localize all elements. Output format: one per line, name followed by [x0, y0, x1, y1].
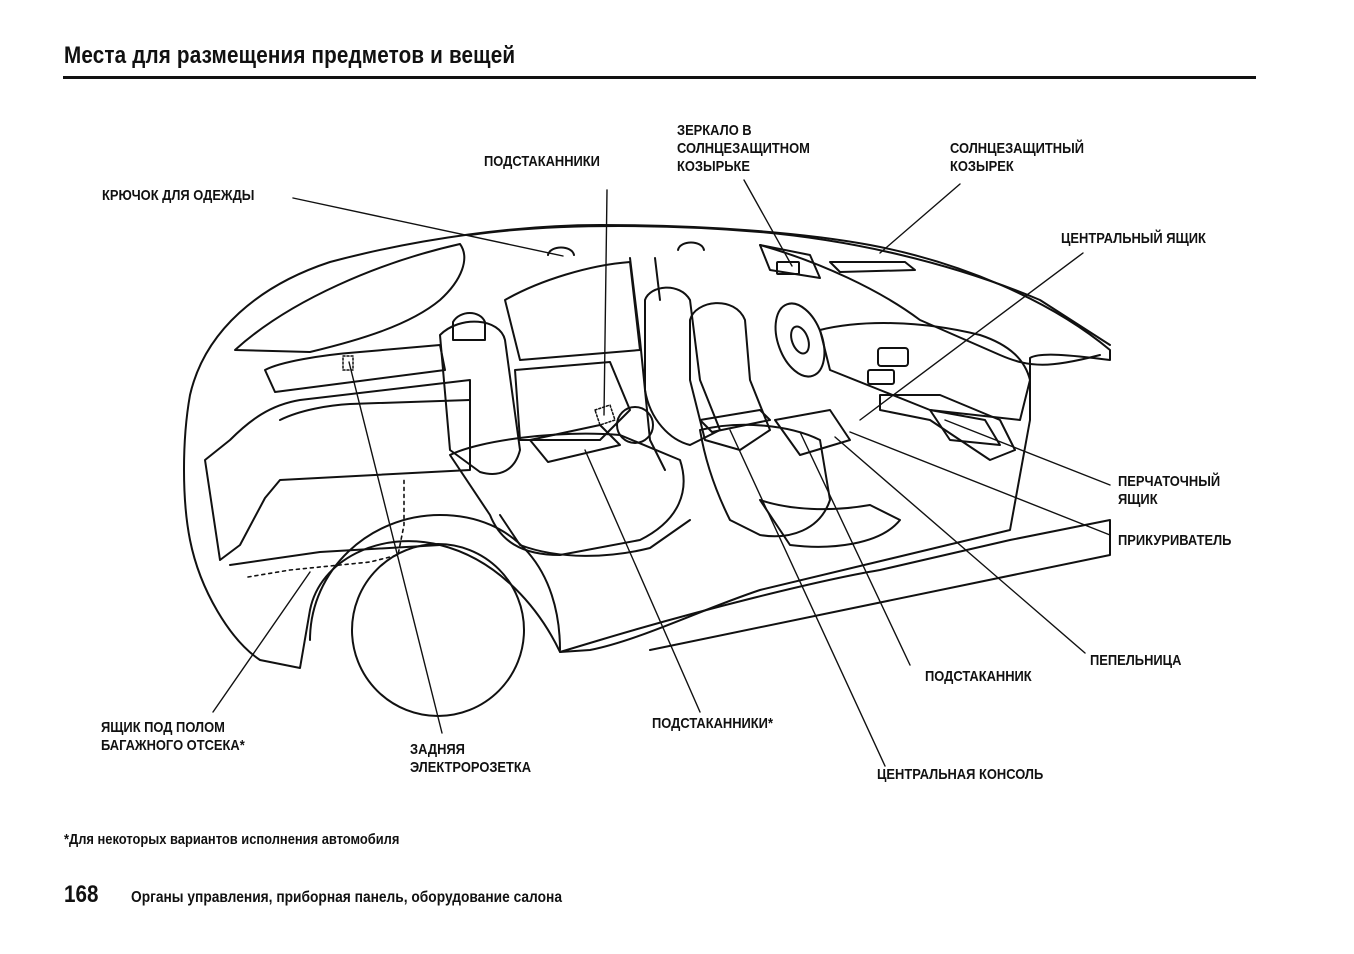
label-cup-holders-top: ПОДСТАКАННИКИ	[484, 153, 600, 170]
glove-box-door	[929, 409, 1001, 446]
label-sun-visor-line-1: СОЛНЦЕЗАЩИТНЫЙ	[950, 140, 1085, 157]
rear-hatch	[234, 243, 466, 353]
label-rear-power-outlet-line-2: ЭЛЕКТРОРОЗЕТКА	[410, 759, 532, 776]
leader-ashtray	[834, 436, 1086, 654]
rear-wheel	[351, 543, 525, 717]
label-ashtray: ПЕПЕЛЬНИЦА	[1090, 652, 1182, 669]
steering-hub	[790, 325, 810, 355]
leader-lines	[212, 179, 1111, 767]
rear-seat-back	[439, 320, 521, 475]
label-rear-power-outlet: ЗАДНЯЯ ЭЛЕКТРОРОЗЕТКА	[410, 741, 531, 777]
label-glove-box-line-2: ЯЩИК	[1118, 491, 1158, 508]
cup-marker	[594, 404, 616, 426]
leader-glove-box	[944, 419, 1111, 486]
nav-screen	[877, 347, 909, 367]
label-vanity-mirror-line-3: КОЗЫРЬКЕ	[677, 158, 750, 175]
label-center-console: ЦЕНТРАЛЬНАЯ КОНСОЛЬ	[877, 766, 1044, 783]
leader-rear-cup-holders	[584, 449, 701, 713]
leader-power-outlet	[348, 361, 443, 734]
leader-underfloor	[212, 571, 311, 713]
rear-headrest	[452, 312, 486, 341]
pillar-front	[654, 257, 661, 301]
dashboard	[819, 322, 1031, 421]
label-sun-visor-line-2: КОЗЫРЕК	[950, 158, 1014, 175]
dash-lower	[879, 394, 1016, 461]
windshield-edge	[759, 244, 1101, 366]
front-seat-right-back	[689, 302, 771, 451]
cargo-floor	[204, 379, 471, 561]
coat-hook-marker	[342, 355, 354, 371]
grab-handle	[677, 241, 705, 251]
front-seat-cushion	[699, 423, 831, 538]
radio-unit	[867, 369, 895, 385]
label-coat-hook: КРЮЧОК ДЛЯ ОДЕЖДЫ	[102, 187, 255, 204]
leader-center-console	[729, 429, 886, 767]
label-glove-box: ПЕРЧАТОЧНЫЙ ЯЩИК	[1118, 473, 1220, 509]
label-sun-visor: СОЛНЦЕЗАЩИТНЫЙ КОЗЫРЕК	[950, 140, 1084, 176]
leader-coat-hook	[292, 197, 564, 257]
roof-line	[469, 225, 1111, 346]
floor-base	[559, 519, 1111, 653]
label-console-box: ЦЕНТРАЛЬНЫЙ ЯЩИК	[1061, 230, 1206, 247]
page-number: 168	[64, 881, 99, 908]
front-seat-base	[759, 499, 901, 548]
console-body	[774, 409, 851, 456]
leader-sun-visor	[879, 183, 961, 254]
visor-right	[829, 261, 916, 273]
leader-console-box	[859, 252, 1084, 421]
steering-wheel	[774, 302, 826, 378]
rear-seat-base	[499, 514, 691, 557]
rear-door-panel	[514, 361, 631, 441]
page-title: Места для размещения предметов и вещей	[64, 42, 516, 69]
rear-wheel-arch	[309, 514, 561, 651]
sun-visor-shape	[759, 244, 821, 279]
section-title: Органы управления, приборная панель, обо…	[131, 889, 562, 906]
label-glove-box-line-1: ПЕРЧАТОЧНЫЙ	[1118, 473, 1221, 490]
label-cup-holder: ПОДСТАКАННИК	[925, 668, 1032, 685]
rear-armrest	[529, 424, 621, 463]
cargo-lower-edge	[229, 544, 441, 566]
label-cigarette-lighter: ПРИКУРИВАТЕЛЬ	[1118, 532, 1232, 549]
underfloor-box	[247, 479, 405, 578]
label-vanity-mirror: ЗЕРКАЛО В СОЛНЦЕЗАЩИТНОМ КОЗЫРЬКЕ	[677, 122, 810, 176]
console-lid	[699, 409, 771, 433]
rear-door	[504, 261, 641, 361]
leader-lighter	[849, 431, 1111, 536]
label-cargo-underfloor-line-1: ЯЩИК ПОД ПОЛОМ	[101, 719, 225, 736]
leader-cup-holders-top	[603, 189, 608, 416]
title-rule	[63, 76, 1256, 79]
label-vanity-mirror-line-1: ЗЕРКАЛО В	[677, 122, 752, 139]
label-vanity-mirror-line-2: СОЛНЦЕЗАЩИТНОМ	[677, 140, 810, 157]
label-rear-power-outlet-line-1: ЗАДНЯЯ	[410, 741, 465, 758]
leader-cup-holder	[799, 431, 911, 666]
label-cargo-underfloor-box: ЯЩИК ПОД ПОЛОМ БАГАЖНОГО ОТСЕКА*	[101, 719, 245, 755]
front-seat-left-back	[644, 286, 721, 446]
mirror-rect	[776, 261, 800, 275]
speaker	[616, 406, 654, 444]
label-cargo-underfloor-line-2: БАГАЖНОГО ОТСЕКА*	[101, 737, 245, 754]
label-rear-cup-holders: ПОДСТАКАННИКИ*	[652, 715, 773, 732]
footnote: *Для некоторых вариантов исполнения авто…	[64, 831, 400, 848]
rear-seat-cushion	[449, 432, 685, 556]
cargo-side	[279, 399, 471, 421]
leader-vanity-mirror	[743, 179, 793, 267]
